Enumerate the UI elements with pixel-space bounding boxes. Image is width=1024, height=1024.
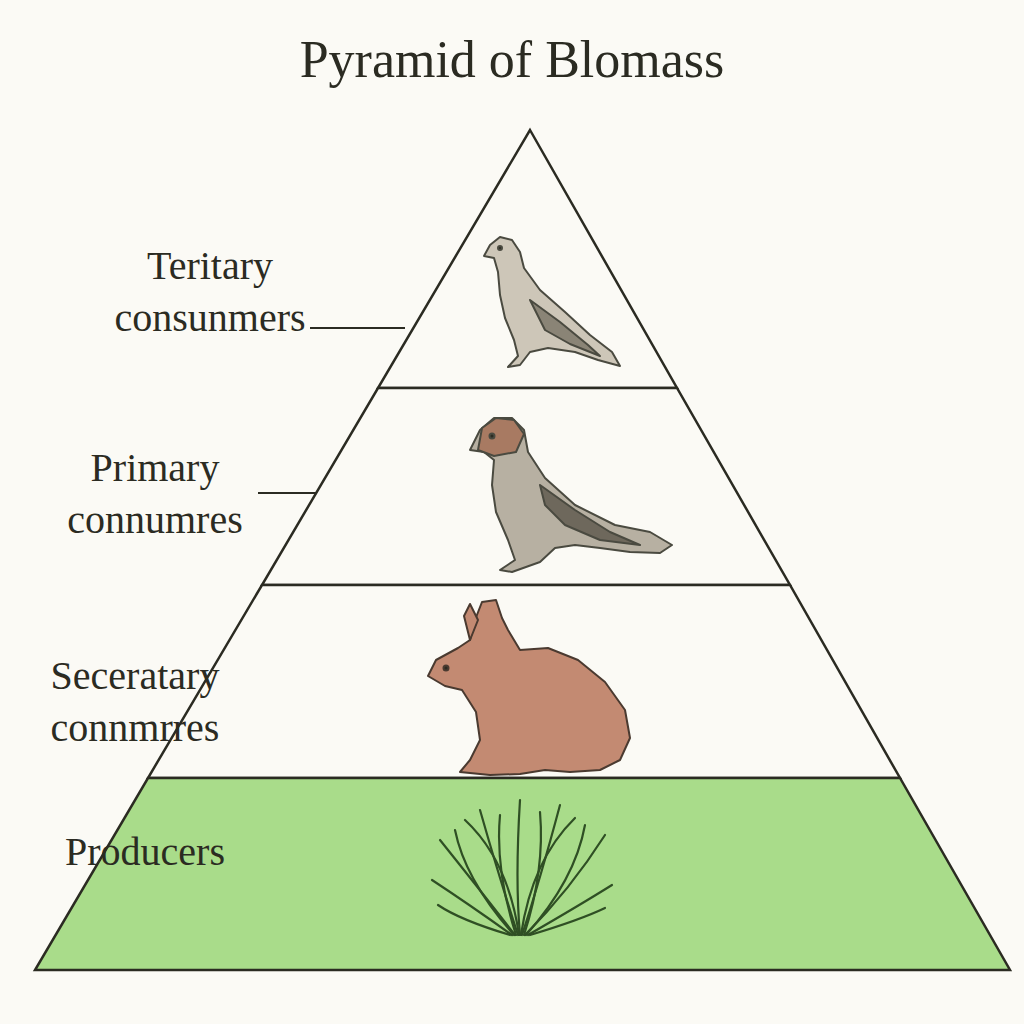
band-shape xyxy=(378,130,677,388)
level-label: Teritary consunmers xyxy=(90,240,330,344)
bird-drawing xyxy=(470,418,672,572)
band-shape xyxy=(148,585,900,778)
diagram-title: Pyramid of Blomass xyxy=(0,30,1024,90)
level-label: Primary connumres xyxy=(40,442,270,546)
leader-line xyxy=(310,327,405,329)
band-outline xyxy=(262,388,790,585)
pyramid-band: Seceratary connmrres xyxy=(148,585,900,778)
leader-line xyxy=(258,492,316,494)
grass-drawing xyxy=(432,800,612,935)
band-shape xyxy=(262,388,790,585)
level-label: Producers xyxy=(20,826,270,878)
band-outline xyxy=(378,130,677,388)
pyramid-band: Primary connumres xyxy=(262,388,790,585)
hawk-drawing xyxy=(484,237,620,367)
band-outline xyxy=(148,585,900,778)
pyramid-band: Producers xyxy=(35,778,1010,970)
rabbit-drawing xyxy=(428,600,630,775)
pyramid-band: Teritary consunmers xyxy=(378,130,677,388)
level-label: Seceratary connmrres xyxy=(5,650,265,754)
